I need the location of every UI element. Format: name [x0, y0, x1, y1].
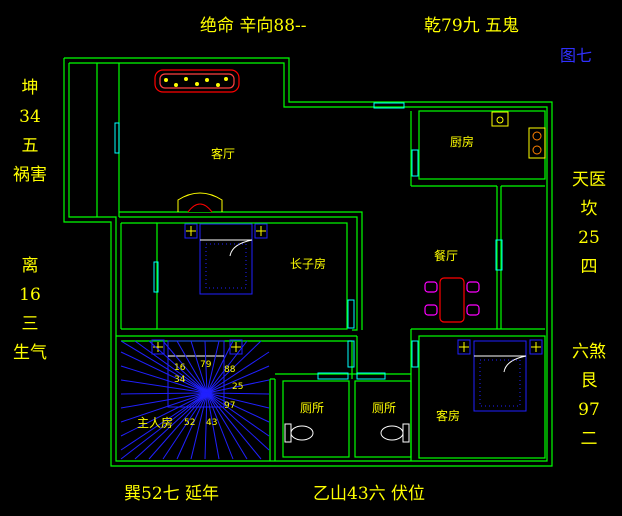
kun-line-1: 坤: [21, 78, 39, 98]
compass-ray: [206, 392, 220, 460]
compass-ray: [206, 351, 270, 394]
compass-ray: [204, 392, 208, 460]
sofa-plants: [164, 77, 228, 87]
compass-number-25: 25: [232, 382, 244, 392]
direction-bottom-left: 巽52七 延年: [124, 484, 220, 504]
compass-number-16: 16: [174, 363, 186, 373]
compass-ray: [120, 392, 208, 409]
compass-ray: [190, 392, 208, 460]
dining-table: [424, 277, 480, 323]
compass-ray: [134, 340, 208, 394]
gen-line-2: 艮: [580, 371, 598, 391]
compass-ray: [134, 392, 208, 460]
direction-top-right: 乾79九 五鬼: [424, 16, 520, 36]
gen-line-3: 97: [578, 400, 600, 420]
room-guest-label: 客房: [436, 409, 461, 423]
compass-ray: [206, 340, 248, 394]
compass-number-52: 52: [184, 418, 196, 428]
compass-number-43: 43: [206, 418, 218, 428]
compass-ray: [206, 392, 234, 460]
compass-number-34: 34: [174, 375, 186, 385]
room-toilet-1-label: 厕所: [300, 401, 325, 415]
compass-ray: [206, 340, 234, 394]
room-living-label: 客厅: [211, 147, 236, 161]
compass-ray: [206, 392, 270, 395]
windows: [114, 102, 503, 380]
compass-ray: [206, 392, 248, 460]
kun-line-3: 五: [21, 136, 39, 156]
room-kitchen-label: 厨房: [450, 135, 475, 149]
direction-bottom-right: 乙山43六 伏位: [313, 484, 426, 504]
compass-ray: [120, 392, 208, 460]
compass-ray: [206, 392, 270, 437]
side-label-gen: 六煞 艮 97 二: [569, 344, 609, 460]
li-line-2: 16: [19, 285, 41, 305]
kun-line-2: 34: [19, 107, 41, 127]
compass-ray: [120, 392, 208, 451]
li-line-3: 三: [21, 314, 39, 334]
gen-line-1: 六煞: [572, 342, 606, 362]
compass-ray: [206, 365, 270, 394]
compass-ray: [206, 392, 270, 423]
compass-rays: [120, 340, 270, 460]
room-master-label: 主人房: [137, 416, 174, 430]
direction-top-left: 绝命 辛向88--: [200, 16, 307, 36]
li-line-4: 生气: [13, 343, 47, 363]
compass-ray: [148, 340, 208, 394]
kun-line-4: 祸害: [13, 165, 47, 185]
kan-line-3: 25: [578, 228, 600, 248]
toilet-fixtures: [284, 423, 410, 443]
compass-number-79: 79: [200, 360, 212, 370]
compass-ray: [206, 340, 220, 394]
compass-ray: [120, 379, 208, 394]
compass-ray: [162, 340, 208, 394]
bed-eldest: [184, 223, 268, 295]
compass-ray: [148, 392, 208, 460]
compass-ray: [206, 379, 270, 394]
room-dining-label: 餐厅: [434, 249, 459, 263]
compass-number-88: 88: [224, 365, 236, 375]
compass-ray: [206, 392, 262, 460]
compass-ray: [206, 340, 262, 394]
room-toilet-2-label: 厕所: [372, 401, 397, 415]
kan-line-4: 四: [580, 257, 598, 277]
bed-guest: [457, 339, 543, 412]
figure-label: 图七: [560, 46, 593, 65]
kitchen-appliances: [491, 111, 546, 159]
compass-ray: [190, 340, 208, 394]
side-label-li: 离 16 三 生气: [10, 258, 50, 374]
compass-ray: [176, 340, 208, 394]
compass-number-97: 97: [224, 401, 236, 411]
desk-chair: [177, 192, 223, 213]
compass-ray: [162, 392, 208, 460]
side-label-kun: 坤 34 五 祸害: [10, 80, 50, 196]
sofa: [154, 69, 240, 93]
compass-ray: [120, 365, 208, 394]
side-label-kan: 天医 坎 25 四: [569, 172, 609, 288]
compass-ray: [120, 392, 208, 395]
li-line-1: 离: [21, 256, 39, 276]
compass-ray: [176, 392, 208, 460]
compass-ray: [204, 340, 208, 394]
compass-ray: [120, 351, 208, 394]
room-eldest-son-label: 长子房: [290, 257, 327, 271]
gen-line-4: 二: [580, 429, 598, 449]
compass-ray: [120, 392, 208, 423]
compass-ray: [120, 340, 208, 394]
kan-line-1: 天医: [572, 170, 606, 190]
compass-ray: [120, 392, 208, 437]
compass-ray: [206, 392, 270, 409]
compass-ray: [206, 392, 270, 451]
kan-line-2: 坎: [580, 199, 598, 219]
